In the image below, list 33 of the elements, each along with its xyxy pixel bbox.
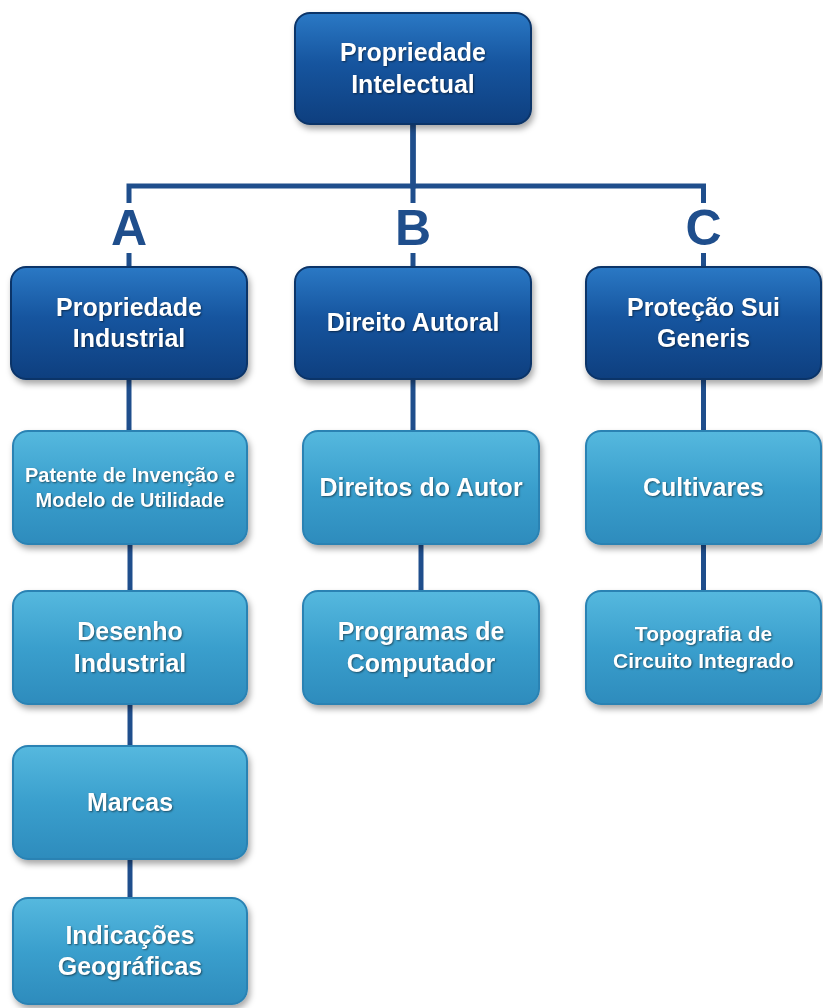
subcategory-box xyxy=(12,897,248,1005)
category-box xyxy=(294,12,532,125)
box-label: Desenho Industrial xyxy=(72,616,188,679)
box-label: Proteção Sui Generis xyxy=(626,291,781,354)
subcategory-box xyxy=(585,430,822,545)
connector-line xyxy=(701,545,706,590)
connector-line xyxy=(701,380,706,430)
connector-line xyxy=(127,545,133,590)
connector-line xyxy=(126,380,132,430)
connector-line xyxy=(410,380,416,430)
box-label: Marcas xyxy=(86,786,174,818)
subcategory-box xyxy=(585,590,822,705)
box-label: Topografia de Circuito Integrado xyxy=(612,621,795,674)
connector-line xyxy=(127,860,133,897)
connector-line xyxy=(410,125,706,266)
subcategory-box xyxy=(302,430,540,545)
box-label: Indicações Geográficas xyxy=(56,919,204,982)
category-box xyxy=(585,266,822,380)
subcategory-box xyxy=(12,745,248,860)
category-box xyxy=(10,266,248,380)
box-label: Propriedade Industrial xyxy=(55,291,203,354)
box-label: Cultivares xyxy=(643,471,764,503)
subcategory-box xyxy=(302,590,540,705)
box-label: Programas de Computador xyxy=(336,616,506,679)
connector-line xyxy=(127,705,133,745)
subcategory-box xyxy=(12,430,248,545)
connector-line xyxy=(418,545,424,590)
category-box xyxy=(294,266,532,380)
box-label: Direito Autoral xyxy=(326,307,500,339)
subcategory-box xyxy=(12,590,248,705)
box-label: Direitos do Autor xyxy=(319,471,523,503)
box-label: Propriedade Intelectual xyxy=(339,37,487,100)
box-label: Patente de Invenção e Modelo de Utilidade xyxy=(23,462,237,513)
